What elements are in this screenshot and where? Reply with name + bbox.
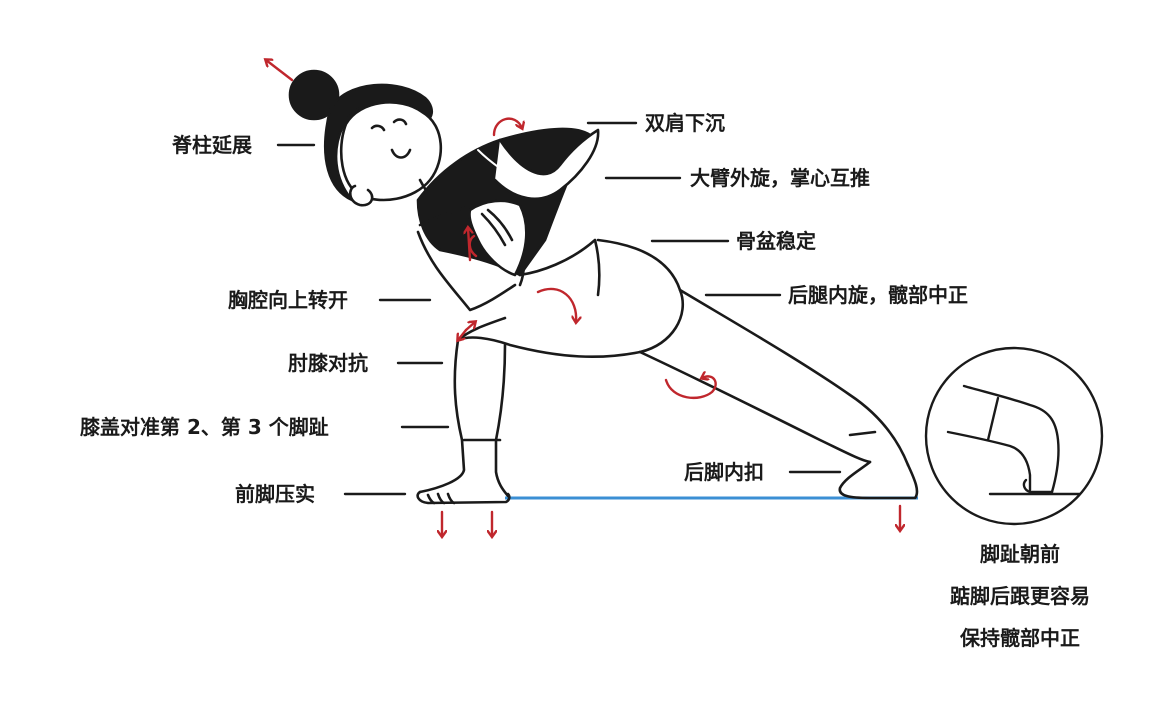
label-back-leg: 后腿内旋，髋部中正 [788,283,968,307]
shoulder-rotate-arrow [492,117,522,137]
label-elbow-knee: 肘膝对抗 [288,351,368,375]
smile [390,148,412,159]
hip-rotate-arrow [536,287,576,322]
inset-line-3: 保持髋部中正 [960,626,1080,650]
front-shin [418,338,466,494]
prayer-hands [468,199,528,277]
inset-detail [924,346,1104,526]
inset-circle [924,346,1104,526]
inset-line-2: 踮脚后跟更容易 [950,584,1090,608]
back-leg [638,350,872,464]
label-knee: 膝盖对准第 2、第 3 个脚趾 [80,415,329,439]
inset-line-1: 脚趾朝前 [980,542,1060,566]
front-foot [416,490,511,505]
ear [349,184,374,207]
face [339,101,443,202]
right-eye [392,118,408,126]
label-shoulders: 双肩下沉 [645,111,725,135]
spine-arrow [266,60,294,82]
label-pelvis: 骨盆稳定 [736,229,816,253]
elbow-knee-arrow [458,328,468,340]
label-front-foot: 前脚压实 [235,482,315,506]
upper-arm [493,128,600,200]
label-back-foot: 后脚内扣 [684,460,764,484]
label-chest: 胸腔向上转开 [228,288,348,312]
leader-lines [276,121,842,496]
back-foot [838,430,919,500]
red-arrows [266,60,900,536]
label-arms: 大臂外旋，掌心互推 [690,166,870,190]
label-spine: 脊柱延展 [171,133,252,157]
yoga-figure [288,69,919,505]
back-leg-rotate-arrow [664,376,717,399]
hair-bun [288,69,340,121]
left-eye [370,124,386,132]
